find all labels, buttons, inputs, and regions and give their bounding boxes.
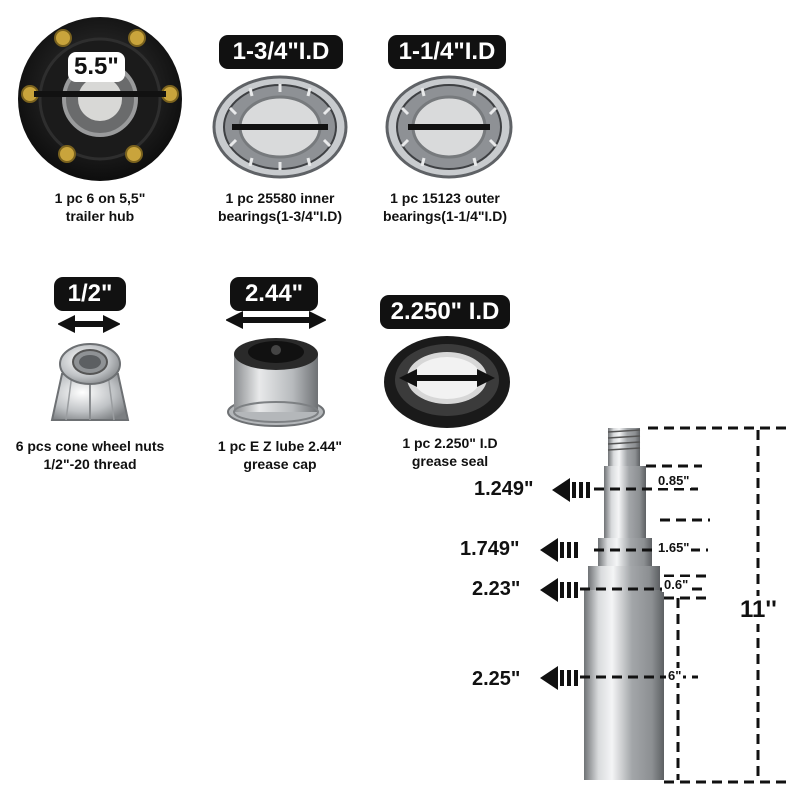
cone-lug-nut-icon bbox=[50, 343, 130, 421]
hub-caption: 1 pc 6 on 5,5" trailer hub bbox=[10, 189, 190, 225]
spindle-length-label: 1.65" bbox=[656, 540, 692, 555]
caption-line: 1 pc 6 on 5,5" bbox=[54, 190, 146, 206]
lug-nut-size-arrow bbox=[58, 315, 120, 333]
inner-bearing-icon bbox=[212, 75, 348, 179]
grease-cap-size-arrow bbox=[226, 311, 326, 329]
grease-cap-icon bbox=[227, 338, 325, 427]
spindle-arrow-1 bbox=[552, 478, 590, 502]
caption-line: bearings(1-3/4"I.D) bbox=[217, 208, 343, 224]
spindle-diameter-label: 1.749" bbox=[460, 538, 520, 560]
caption-line: 1 pc 15123 outer bbox=[390, 190, 500, 206]
spindle-arrow-3 bbox=[540, 578, 578, 602]
caption-line: 1/2"-20 thread bbox=[43, 456, 137, 472]
caption-line: 1 pc E Z lube 2.44" bbox=[217, 438, 343, 454]
grease-seal-size-badge: 2.250" I.D bbox=[380, 295, 510, 329]
inner-bearing-caption: 1 pc 25580 inner bearings(1-3/4"I.D) bbox=[190, 189, 370, 225]
spindle-length-label: 0.6" bbox=[662, 577, 691, 592]
lug-nut-caption: 6 pcs cone wheel nuts 1/2"-20 thread bbox=[0, 437, 180, 473]
spindle-length-label: 0.85" bbox=[656, 473, 692, 488]
spindle-length-label: 6" bbox=[666, 668, 684, 683]
outer-bearing-icon bbox=[385, 75, 513, 179]
caption-line: grease seal bbox=[411, 453, 489, 469]
spindle-arrow-4 bbox=[540, 666, 578, 690]
spindle-arrow-2 bbox=[540, 538, 578, 562]
spindle-total-length-label: 11'' bbox=[740, 596, 777, 624]
caption-line: trailer hub bbox=[65, 208, 135, 224]
grease-cap-caption: 1 pc E Z lube 2.44" grease cap bbox=[190, 437, 370, 473]
caption-line: 6 pcs cone wheel nuts bbox=[15, 438, 165, 454]
caption-line: 1 pc 25580 inner bbox=[225, 190, 335, 206]
grease-seal-icon bbox=[384, 336, 510, 428]
spindle-diameter-label: 2.23" bbox=[472, 578, 521, 600]
grease-cap-size-badge: 2.44" bbox=[230, 277, 318, 311]
grease-seal-caption: 1 pc 2.250" I.D grease seal bbox=[370, 434, 530, 470]
spindle-diameter-label: 2.25" bbox=[472, 668, 521, 690]
lug-nut-size-badge: 1/2" bbox=[54, 277, 126, 311]
spindle-diameter-label: 1.249" bbox=[474, 478, 534, 500]
caption-line: bearings(1-1/4"I.D) bbox=[382, 208, 508, 224]
caption-line: 1 pc 2.250" I.D bbox=[402, 435, 498, 451]
trailer-spindle-icon bbox=[580, 426, 790, 784]
outer-bearing-caption: 1 pc 15123 outer bearings(1-1/4"I.D) bbox=[360, 189, 530, 225]
trailer-hub-icon bbox=[18, 17, 182, 181]
inner-bearing-size-badge: 1-3/4"I.D bbox=[219, 35, 343, 69]
caption-line: grease cap bbox=[243, 456, 317, 472]
outer-bearing-size-badge: 1-1/4"I.D bbox=[388, 35, 506, 69]
hub-size-label: 5.5" bbox=[68, 52, 125, 82]
